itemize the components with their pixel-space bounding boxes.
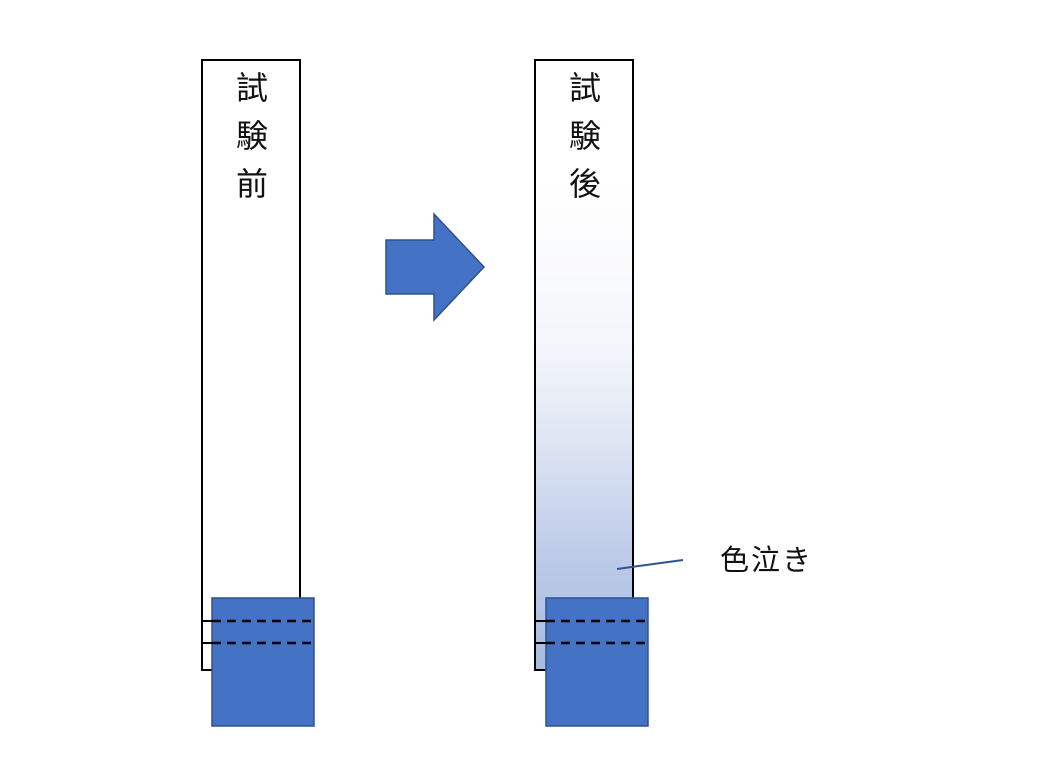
strip-after-paper <box>534 59 634 671</box>
strip-before-label-char: 験 <box>235 117 268 155</box>
bleeding-callout-label: 色泣き <box>720 543 814 577</box>
strip-before <box>201 59 315 727</box>
right-arrow-icon <box>385 212 486 322</box>
water-bath-after <box>545 597 649 727</box>
strip-after <box>534 59 649 727</box>
strip-after-label-char: 試 <box>568 69 601 107</box>
strip-before-paper <box>201 59 301 671</box>
strip-before-label-char: 試 <box>235 69 268 107</box>
strip-after-label-char: 験 <box>568 117 601 155</box>
strip-after-label: 試 験 後 <box>536 64 634 208</box>
strip-after-label-char: 後 <box>568 165 601 203</box>
strip-before-label-char: 前 <box>235 165 268 203</box>
water-bath-before <box>211 597 315 727</box>
callout-leader-line <box>616 559 684 570</box>
strip-before-label: 試 験 前 <box>203 64 301 208</box>
